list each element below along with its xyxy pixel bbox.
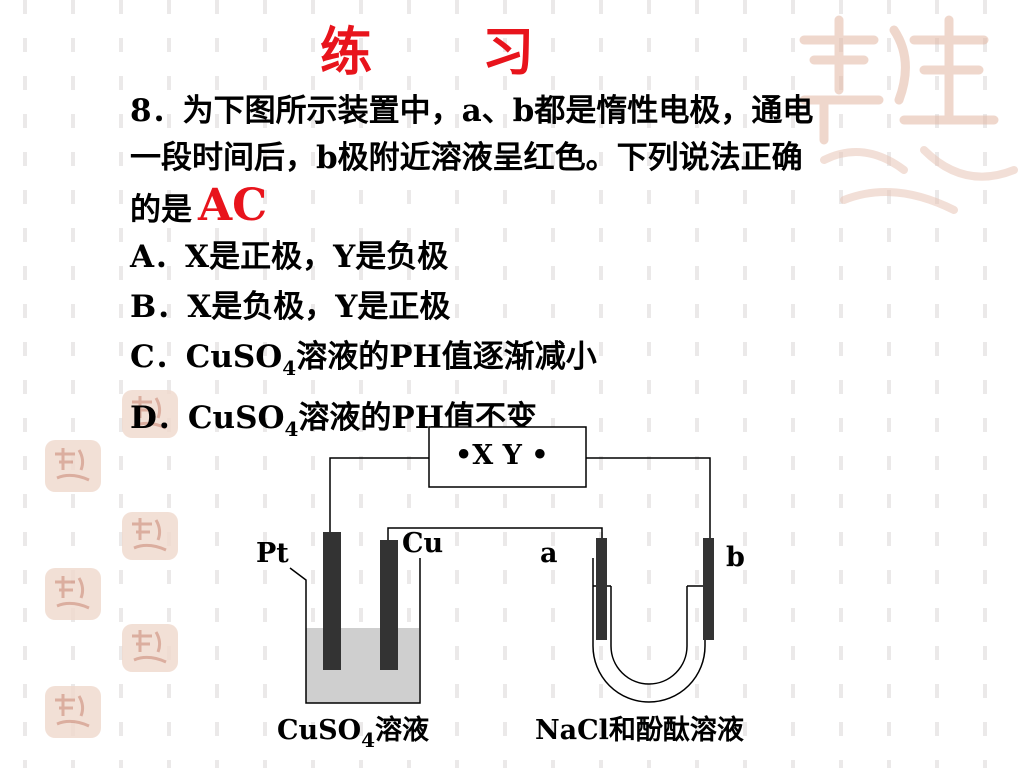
electrode-a-label: a bbox=[540, 538, 558, 569]
answer-text: AC bbox=[198, 180, 268, 231]
pt-label: Pt bbox=[256, 538, 289, 569]
question-line: 8．为下图所示装置中，a、b都是惰性电极，通电 bbox=[130, 93, 814, 129]
electrode-a bbox=[596, 538, 607, 640]
u-tube-caption: NaCl和酚酞溶液 bbox=[535, 715, 744, 746]
power-supply-label: •X Y • bbox=[455, 440, 549, 471]
decorative-seal bbox=[45, 686, 101, 738]
decorative-seal bbox=[122, 390, 178, 438]
decorative-seal bbox=[122, 624, 178, 672]
wire-x bbox=[329, 457, 429, 532]
wire-y bbox=[586, 457, 711, 538]
cu-electrode bbox=[380, 540, 398, 670]
cu-label: Cu bbox=[402, 528, 444, 559]
option-a: A．X是正极，Y是负极 bbox=[130, 239, 449, 275]
options-list: A．X是正极，Y是负极 B．X是负极，Y是正极 C．CuSO4溶液的PH值逐渐减… bbox=[130, 232, 597, 454]
beaker-caption: CuSO4溶液 bbox=[277, 715, 430, 752]
decorative-seal bbox=[45, 568, 101, 620]
decorative-seal bbox=[45, 440, 101, 492]
option-b: B．X是负极，Y是正极 bbox=[130, 289, 451, 325]
page-title: 练 习 bbox=[319, 22, 581, 83]
electrode-b-label: b bbox=[726, 542, 745, 573]
decorative-seal bbox=[122, 512, 178, 560]
wire-cu-a bbox=[387, 527, 603, 540]
pt-electrode bbox=[323, 532, 341, 670]
u-tube-outer bbox=[592, 558, 706, 703]
question-text: 8．为下图所示装置中，a、b都是惰性电极，通电 一段时间后，b极附近溶液呈红色。… bbox=[130, 88, 1010, 234]
option-d: D．CuSO4溶液的PH值不变 bbox=[130, 400, 538, 441]
power-supply-box bbox=[428, 426, 587, 488]
decorative-calligraphy bbox=[799, 15, 1018, 214]
cuso4-solution bbox=[306, 628, 419, 703]
option-c: C．CuSO4溶液的PH值逐渐减小 bbox=[130, 339, 597, 380]
beaker bbox=[289, 558, 421, 704]
question-line-end: 的是 bbox=[130, 192, 192, 228]
question-line: 一段时间后，b极附近溶液呈红色。下列说法正确 bbox=[130, 140, 803, 176]
u-tube-inner bbox=[610, 586, 688, 685]
electrode-b bbox=[703, 538, 714, 640]
